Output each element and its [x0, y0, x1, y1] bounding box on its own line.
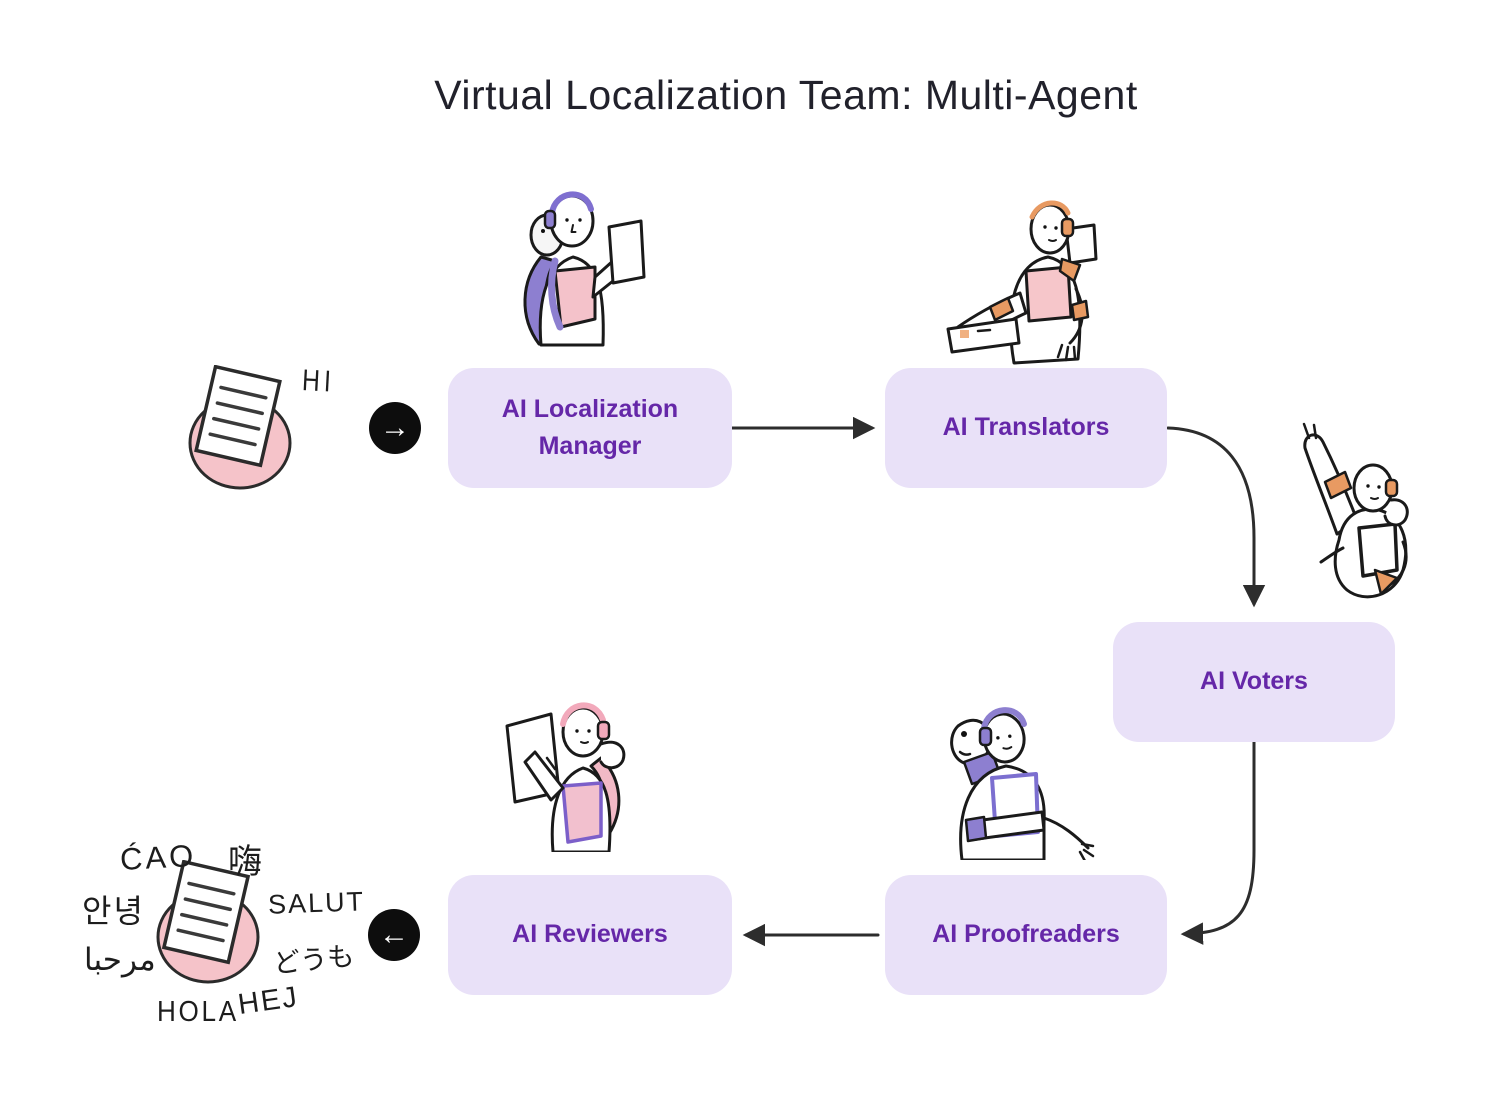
manager-illustration: [523, 191, 646, 347]
connector-translators-voters: [1166, 426, 1266, 608]
source-text-hi: HI: [301, 364, 336, 399]
source-document-icon: [188, 365, 292, 490]
diagram-title: Virtual Localization Team: Multi-Agent: [434, 72, 1138, 118]
greeting-hola: HOLA: [157, 996, 239, 1028]
greeting-doumo-japanese: どうも: [271, 940, 356, 980]
input-arrow-badge: →: [369, 402, 421, 454]
node-label: AI Reviewers: [512, 920, 668, 949]
node-ai-reviewers: AI Reviewers: [448, 875, 732, 995]
node-ai-translators: AI Translators: [885, 368, 1167, 488]
arrow-right-icon: →: [380, 411, 410, 444]
arrow-left-icon: ←: [379, 918, 409, 951]
greeting-cao: ĆAO: [119, 838, 198, 877]
voters-illustration: [1302, 422, 1409, 599]
translators-illustration: [946, 200, 1098, 365]
output-arrow-badge: ←: [368, 909, 420, 961]
greeting-annyeong-korean: 안녕: [82, 893, 145, 929]
node-label: AI Localization Manager: [501, 394, 679, 461]
translated-document-icon: [156, 860, 260, 984]
node-label: AI Voters: [1200, 667, 1308, 696]
greeting-salut: SALUT: [267, 886, 366, 920]
node-label: AI Translators: [942, 413, 1110, 442]
proofreaders-illustration: [950, 707, 1095, 860]
node-label: AI Proofreaders: [932, 920, 1120, 949]
greeting-hej: HEJ: [235, 980, 301, 1022]
reviewers-illustration: [505, 702, 626, 852]
connector-voters-proofreaders: [1180, 740, 1256, 945]
greeting-marhaba-arabic: مرحبا: [84, 942, 156, 977]
node-ai-voters: AI Voters: [1113, 622, 1395, 742]
greeting-hai-chinese: 嗨: [228, 843, 262, 881]
node-ai-proofreaders: AI Proofreaders: [885, 875, 1167, 995]
node-ai-localization-manager: AI Localization Manager: [448, 368, 732, 488]
